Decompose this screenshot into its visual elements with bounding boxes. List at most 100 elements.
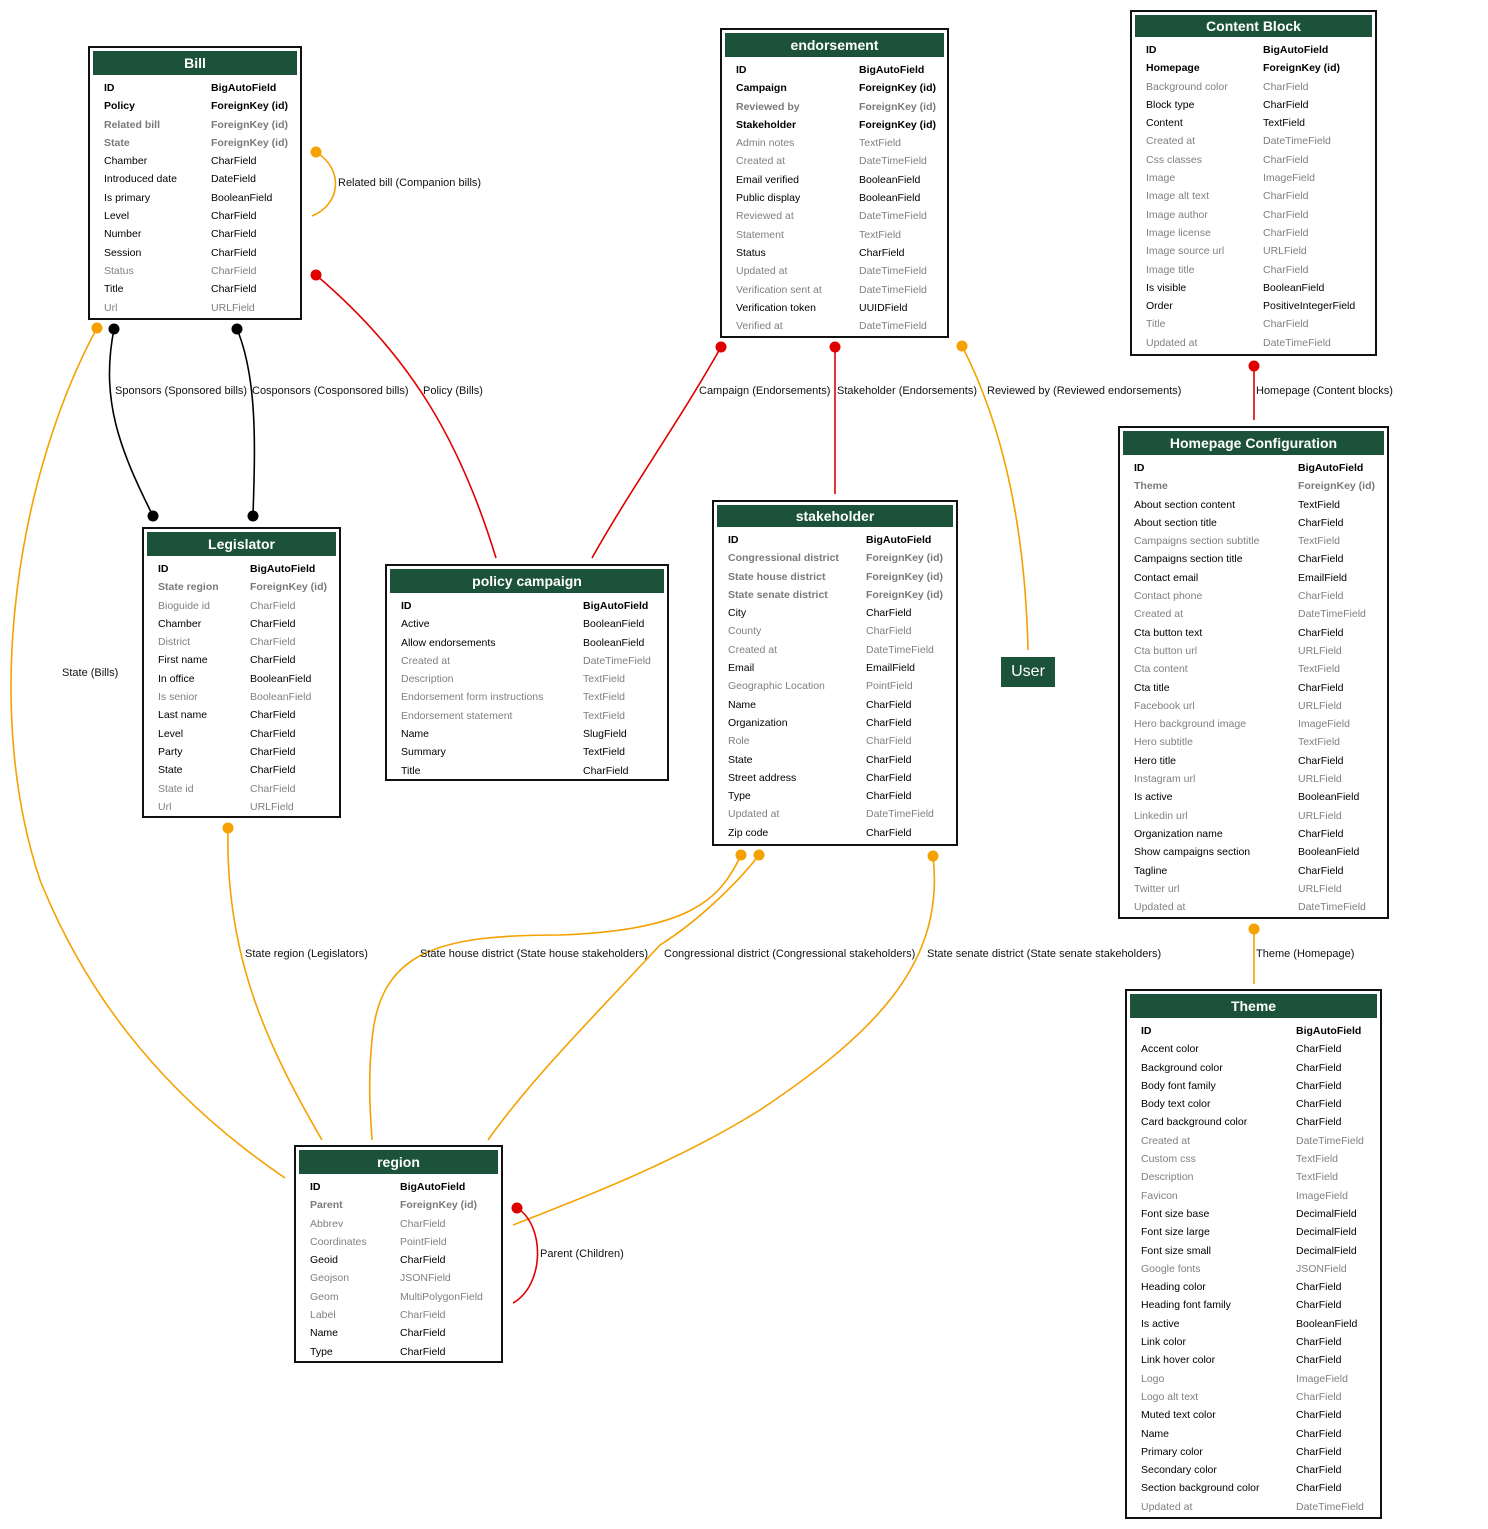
field-name: ID: [736, 64, 747, 76]
field-name: Organization: [728, 716, 788, 729]
edge-stakeholder: Stakeholder (Endorsements): [829, 341, 977, 494]
field-type: CharField: [1298, 754, 1344, 767]
model-title: Legislator: [145, 530, 338, 558]
field-name: Status: [104, 264, 134, 277]
field-name: Introduced date: [104, 173, 177, 186]
field-name: State: [728, 753, 753, 766]
user-node[interactable]: User: [1001, 657, 1055, 687]
field-name: Heading font family: [1141, 1299, 1231, 1312]
field-type: BooleanField: [250, 672, 312, 685]
field-type: CharField: [866, 753, 912, 766]
field-type: CharField: [211, 246, 257, 259]
field-name: Image: [1146, 172, 1176, 185]
field-name: Number: [104, 228, 142, 241]
field-name: Updated at: [736, 265, 788, 278]
field-type: ForeignKey (id): [859, 118, 937, 131]
field-name: Reviewed at: [736, 210, 794, 223]
field-name: Created at: [736, 155, 786, 168]
field-name: Accent color: [1141, 1043, 1199, 1056]
field-type: CharField: [866, 625, 912, 638]
field-type: ForeignKey (id): [859, 82, 937, 95]
field-name: Linkedin url: [1134, 809, 1188, 822]
edge-endpoint-dot: [147, 510, 159, 522]
edge-cosponsors: Cosponsors (Cosponsored bills): [231, 323, 409, 522]
field-name: Description: [1141, 1171, 1194, 1184]
field-type: CharField: [250, 654, 296, 667]
field-type: BigAutoField: [1296, 1025, 1362, 1037]
field-type: CharField: [1298, 864, 1344, 877]
field-name: Facebook url: [1134, 699, 1195, 712]
field-type: BooleanField: [1298, 791, 1360, 804]
field-name: Updated at: [1134, 901, 1186, 914]
field-name: Email verified: [736, 173, 800, 186]
edge-state-house: State house district (State house stakeh…: [368, 849, 747, 1141]
field-type: ForeignKey (id): [211, 100, 289, 113]
field-type: CharField: [1263, 190, 1309, 203]
field-name: ID: [310, 1181, 321, 1193]
edge-line: [315, 274, 497, 559]
edge-label: Congressional district (Congressional st…: [664, 948, 915, 960]
edge-endpoint-dot: [511, 1202, 523, 1214]
field-name: Css classes: [1146, 153, 1203, 166]
field-type: CharField: [1263, 208, 1309, 221]
field-name: Label: [310, 1309, 336, 1322]
field-name: Background color: [1146, 80, 1228, 93]
field-name: Admin notes: [736, 137, 795, 150]
field-type: CharField: [250, 745, 296, 758]
field-type: JSONField: [400, 1272, 451, 1285]
field-type: CharField: [400, 1254, 446, 1267]
field-name: Updated at: [1146, 336, 1198, 349]
field-name: District: [158, 636, 191, 649]
field-name: Coordinates: [310, 1235, 367, 1248]
field-name: City: [728, 607, 747, 620]
field-type: ImageField: [1296, 1189, 1348, 1202]
field-type: DateTimeField: [866, 808, 934, 821]
field-type: BooleanField: [250, 691, 312, 704]
edge-label: Sponsors (Sponsored bills): [115, 385, 247, 397]
field-type: CharField: [211, 228, 257, 241]
field-type: CharField: [400, 1345, 446, 1358]
